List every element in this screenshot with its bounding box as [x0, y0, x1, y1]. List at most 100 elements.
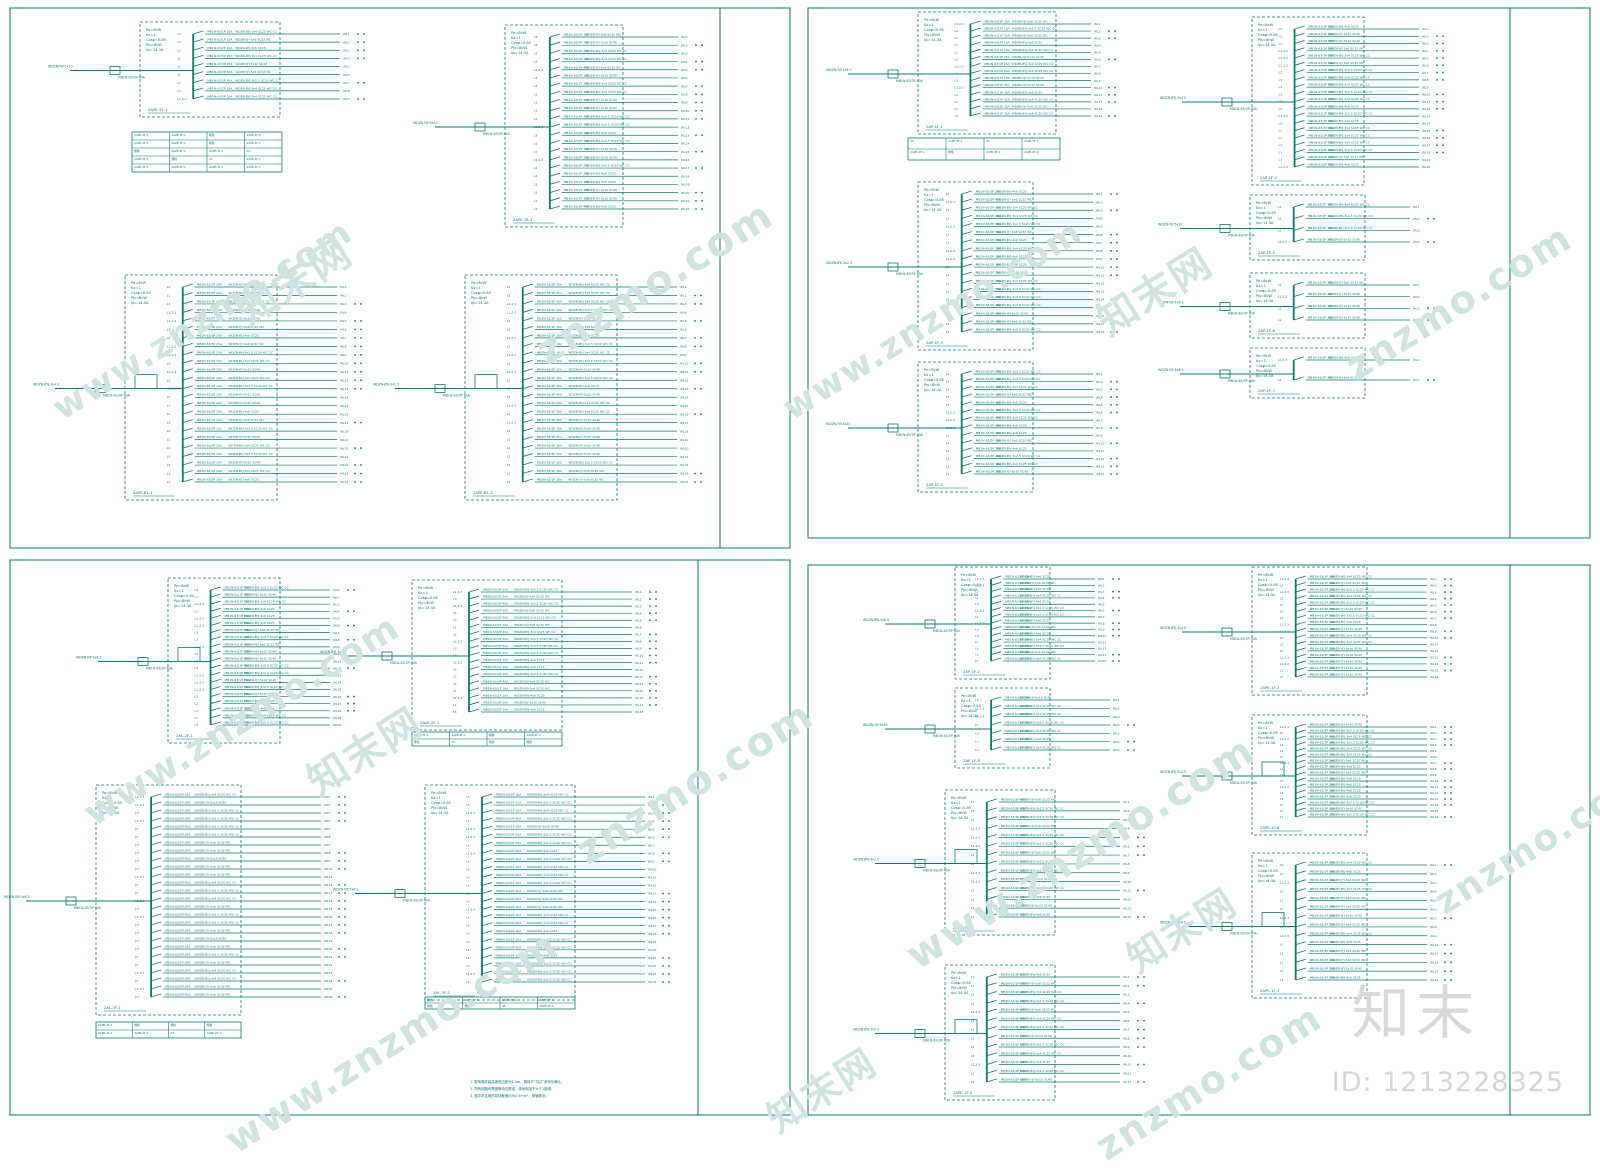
terminal-dot — [1108, 30, 1110, 32]
circuit-breaker-label: MB1N-63/1P 20A — [1310, 801, 1336, 805]
board-parameter: Pjs=8kW — [961, 588, 977, 592]
terminal-dot — [363, 98, 365, 100]
breaker-contact — [522, 283, 533, 288]
phase-label: L1,2,3 — [507, 421, 516, 425]
phase-label: L1 — [946, 372, 950, 376]
circuit-cable-label: WDZN-BYJ-3x4 SC25 WC CC — [235, 86, 277, 90]
circuit-cable-label: WDZN-YJY-5x6 SC32 WC — [527, 897, 563, 901]
terminal-dot — [1116, 442, 1118, 445]
circuit-breaker-label: MB1N-63/3P 40A — [165, 825, 191, 829]
board-label: 2AP-1F-7 — [1258, 388, 1276, 393]
circuit-cable-label: WDZN-BYJ-3x4 SC25 WC CC — [1330, 594, 1372, 598]
circuit-number: WL16 — [1422, 136, 1431, 140]
distribution-board-frame — [95, 784, 242, 1016]
phase-label: L1,2,3 — [1278, 240, 1287, 244]
board-label: 2AP-1F-6 — [1258, 328, 1276, 333]
circuit-breaker-label: MB1N-63/2P 16A — [537, 350, 563, 354]
terminal-dot — [353, 624, 355, 627]
board-parameter: Kx=1 — [961, 699, 971, 703]
circuit-number: WL14 — [1123, 915, 1132, 919]
phase-label: L1 — [946, 273, 950, 277]
breaker-contact — [522, 419, 533, 424]
phase-label: L2 — [507, 344, 511, 348]
terminal-dot — [1436, 129, 1438, 132]
circuit-number: WL16 — [1430, 815, 1439, 819]
circuit-number: WL12 — [1123, 898, 1132, 902]
circuit-cable-label: WDZN-BYJ-3x4 SC25 WC CC — [1328, 126, 1370, 130]
circuit-number: WL1 — [1123, 800, 1130, 804]
circuit-number: WL11 — [1430, 952, 1439, 956]
circuit-breaker-label: MB1N-63/1P 16A — [564, 57, 590, 61]
breaker-contact — [970, 41, 981, 46]
phase-label: L1,2,3 — [954, 64, 963, 68]
circuit-breaker-label: MB1N-63/3P 25A — [207, 54, 233, 58]
phase-label: L2 — [507, 327, 511, 331]
phase-label: L2 — [971, 1028, 975, 1032]
circuit-number: WL5 — [1422, 56, 1429, 60]
terminal-dot — [1450, 768, 1452, 770]
circuit-cable-label: WDZN-BYJ-4x6 SC25 — [244, 706, 275, 710]
phase-label: L3 — [954, 93, 958, 97]
circuit-cable-label: WDZN-BYJ-4x6 SC25 — [1012, 90, 1043, 94]
incoming-cable-label: WDZN-YJY-5x6 S — [1158, 301, 1184, 305]
circuit-breaker-label: MB1N-63/2P 32A — [976, 319, 1002, 323]
circuit-number: WL2 — [1430, 584, 1437, 588]
main-breaker-label: MB1N-63/3P 40A — [1228, 312, 1256, 316]
circuit-breaker-label: MB1N-63/2P 32A — [496, 953, 522, 957]
circuit-breaker-label: MB1N-63/3P 25A — [1309, 148, 1335, 152]
circuit-number: WL13 — [680, 387, 689, 391]
circuit-number: WL8 — [648, 852, 655, 856]
circuit-breaker-label: MB1N-63/1P 16A — [165, 801, 191, 805]
table-cell-text: 2APE-3F-1 — [172, 133, 187, 137]
phase-label: L1 — [1280, 898, 1284, 902]
terminal-dot — [655, 598, 657, 600]
breaker-contact — [961, 401, 972, 406]
breaker-contact — [481, 882, 493, 886]
terminal-dot — [695, 85, 697, 88]
breaker-contact — [481, 849, 493, 854]
circuit-cable-label: WDZN-BYJ-3x2.5 SC20 WC CC — [1020, 644, 1065, 648]
circuit-number: WL10 — [1094, 86, 1103, 90]
phase-label: L3 — [453, 668, 457, 672]
table-cell-text: 2APE-3F-1 — [172, 141, 187, 145]
circuit-cable-label: WDZN-BYJ-3x2.5 SC20 WC CC — [585, 139, 630, 143]
circuit-cable-label: WDZN-BYJ-3x4 SC25 WC CC — [996, 206, 1038, 210]
circuit-number: WL6 — [1430, 755, 1437, 759]
terminal-dot — [701, 208, 703, 210]
circuit-cable-label: WDZN-BYJ-3x4 SC25 WC CC — [527, 873, 569, 877]
circuit-number: WL5 — [1098, 602, 1105, 606]
breaker-contact — [1295, 801, 1306, 806]
circuit-breaker-label: MB1N-63/3P 25A — [197, 325, 223, 329]
breaker-contact — [481, 962, 493, 967]
breaker-contact — [150, 809, 162, 814]
phase-label: L1 — [975, 698, 979, 702]
table-cell-text: 规格 — [427, 998, 433, 1002]
terminal-dot — [1137, 889, 1139, 892]
board-parameter: Pjs=8kW — [431, 806, 447, 810]
circuit-cable-label: WDZN-YJY-5x6 SC32 WC — [195, 849, 231, 853]
circuit-cable-label: WDZN-BYJ-3x4 SC25 WC CC — [195, 897, 237, 901]
phase-label: L1,2,3 — [453, 696, 462, 700]
circuit-cable-label: WDZN-BYJ-3x4 SC25 WC CC — [1020, 990, 1062, 994]
breaker-contact — [1295, 647, 1306, 652]
circuit-breaker-label: MB1N-63/2P 32A — [976, 439, 1002, 443]
terminal-dot — [1110, 411, 1112, 414]
circuit-number: WL1 — [1422, 27, 1429, 31]
terminal-dot — [1114, 100, 1116, 103]
circuit-cable-label: WDZN-BYJ-3x2.5 SC20 WC CC — [1020, 721, 1065, 725]
terminal-dot — [360, 379, 362, 382]
circuit-number: WL6 — [635, 625, 642, 629]
table-cell-text: 规格 — [414, 740, 420, 744]
circuit-number: WL12 — [340, 378, 349, 382]
circuit-cable-label: WDZN-YJY-5x6 SC32 WC — [195, 945, 231, 949]
circuit-cable-label: WDZN-YJY-5x6 SC32 WC — [996, 393, 1032, 397]
board-parameter: Kx=1 — [924, 373, 934, 377]
phase-label: L3 — [167, 361, 171, 365]
phase-label: L3 — [1280, 969, 1284, 973]
circuit-cable-label: WDZN-BYJ-4x6 SC25 — [244, 621, 275, 625]
terminal-dot — [1116, 380, 1118, 383]
phase-label: L2 — [1280, 649, 1284, 653]
board-label: 2APE-B1-2 — [473, 490, 493, 495]
breaker-contact — [182, 453, 193, 457]
circuit-cable-label: WDZN-BYJ-3x2.5 SC20 WC CC — [244, 635, 289, 639]
